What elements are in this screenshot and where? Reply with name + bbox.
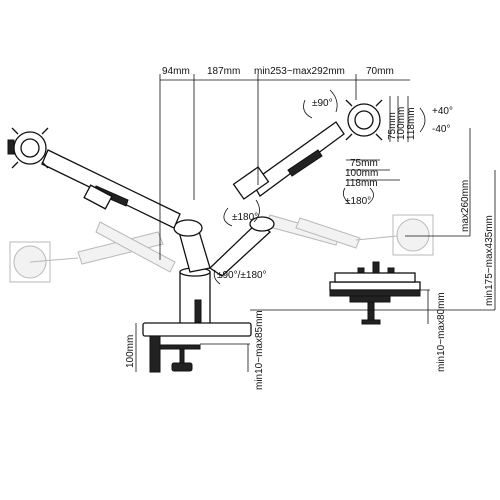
dim-max260mm: max260mm xyxy=(460,180,471,232)
dim-75mm-horizontal: 75mm xyxy=(350,158,378,169)
dim-75mm-vertical: 75mm xyxy=(387,112,398,140)
dimension-lines xyxy=(135,74,496,372)
ghost-arm-left xyxy=(9,221,176,283)
rotation-90-label: ±90° xyxy=(312,98,333,109)
dim-118mm-vertical: 118mm xyxy=(406,107,417,140)
dim-100mm-vertical: 100mm xyxy=(396,107,407,140)
vesa-plate-left xyxy=(7,127,49,169)
central-pole xyxy=(179,267,211,325)
dim-min10-max80mm: min10~max80mm xyxy=(436,292,447,372)
dim-min10-max85mm: min10~max85mm xyxy=(254,310,265,390)
rotation-180-left-label: ±180° xyxy=(232,212,258,223)
lower-arm-left xyxy=(173,219,211,273)
dim-94mm: 94mm xyxy=(162,66,190,77)
dim-100mm-horizontal: 100mm xyxy=(345,168,378,179)
dim-118mm-horizontal: 118mm xyxy=(345,178,378,189)
rotation-180-right-label: ±180° xyxy=(345,196,371,207)
rotation-90-180-label: ±90°/±180° xyxy=(217,270,267,281)
vesa-plate-right xyxy=(345,99,383,141)
upper-arm-left xyxy=(41,149,181,229)
dim-70mm: 70mm xyxy=(366,66,394,77)
tilt-up-label: +40° xyxy=(432,106,453,117)
upper-arm-right xyxy=(232,121,345,200)
dim-clamp-100mm: 100mm xyxy=(125,335,136,368)
ghost-arm-right xyxy=(265,214,434,256)
dim-187mm: 187mm xyxy=(207,66,240,77)
desk-clamp xyxy=(142,322,252,373)
dim-min175-max435mm: min175~max435mm xyxy=(484,215,495,306)
tilt-down-label: -40° xyxy=(432,124,450,135)
lower-arm-right xyxy=(208,216,275,277)
dim-253-292mm: min253~max292mm xyxy=(254,66,345,77)
grommet-mount xyxy=(329,261,421,325)
